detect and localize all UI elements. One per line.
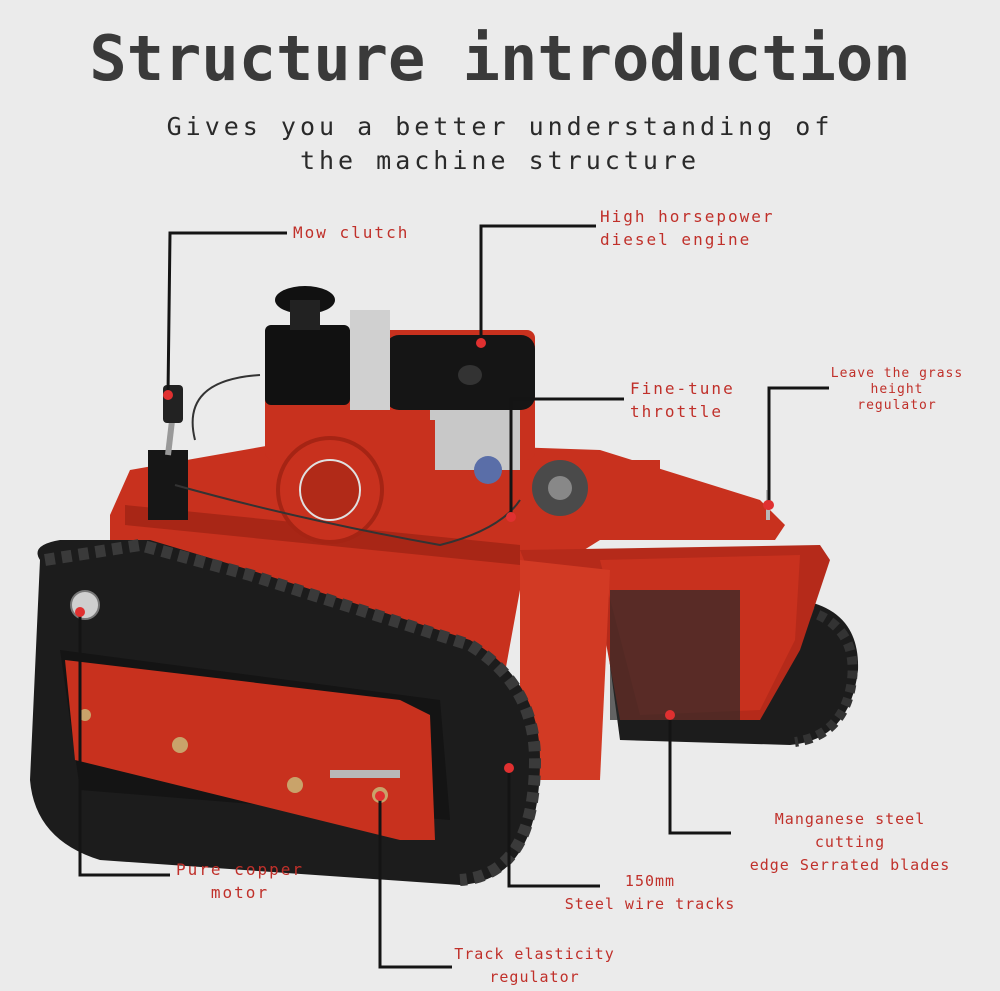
label-track-tension: Track elasticity regulator bbox=[452, 943, 617, 989]
side-plate bbox=[65, 590, 435, 840]
label-throttle-line-1: Fine-tune bbox=[630, 379, 735, 398]
label-tracks-line-1: 150mm bbox=[624, 872, 676, 890]
label-grass-line-3: regulator bbox=[857, 398, 937, 413]
pulley bbox=[532, 460, 660, 516]
leader-lines bbox=[78, 224, 829, 969]
label-engine-line-1: High horsepower bbox=[600, 207, 775, 226]
label-blades-line-2: edge Serrated blades bbox=[749, 856, 951, 874]
marker-dots bbox=[75, 338, 774, 801]
label-mow-clutch: Mow clutch bbox=[293, 223, 410, 242]
label-tracks-line-2: Steel wire tracks bbox=[564, 895, 736, 913]
label-grass-line-2: height bbox=[870, 382, 924, 397]
page-title: Structure introduction bbox=[89, 22, 911, 95]
label-tracks: 150mm Steel wire tracks bbox=[560, 870, 740, 916]
label-blades: Manganese steel cutting edge Serrated bl… bbox=[735, 808, 965, 877]
label-engine: High horsepower diesel engine bbox=[600, 205, 775, 251]
clutch-lever bbox=[148, 374, 521, 547]
label-motor-line-1: Pure copper bbox=[176, 860, 304, 879]
label-grass-height: Leave the grass height regulator bbox=[822, 366, 972, 414]
label-grass-line-1: Leave the grass bbox=[830, 366, 964, 381]
label-motor-line-2: motor bbox=[210, 883, 270, 902]
diesel-engine bbox=[265, 286, 535, 544]
label-throttle-line-2: throttle bbox=[630, 402, 724, 421]
label-engine-line-2: diesel engine bbox=[600, 230, 752, 249]
label-tension-line-1: Track elasticity bbox=[454, 945, 615, 963]
label-motor: Pure copper motor bbox=[170, 858, 310, 904]
label-blades-line-1: Manganese steel cutting bbox=[774, 810, 926, 851]
label-tension-line-2: regulator bbox=[489, 968, 580, 986]
label-throttle: Fine-tune throttle bbox=[630, 377, 735, 423]
subtitle-line-1: Gives you a better understanding of bbox=[166, 112, 834, 141]
subtitle-line-2: the machine structure bbox=[299, 146, 701, 175]
